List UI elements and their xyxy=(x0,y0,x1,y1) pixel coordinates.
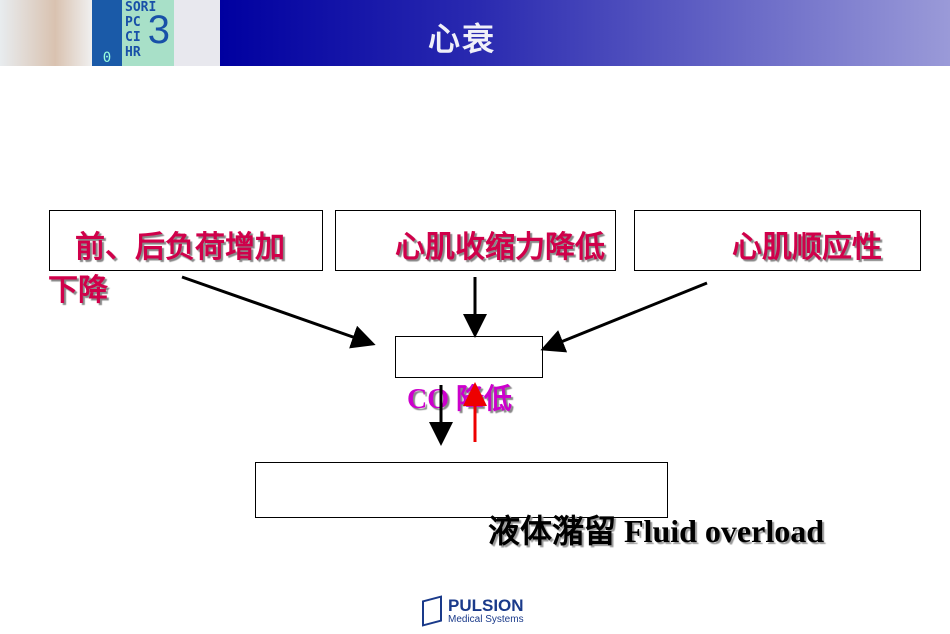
arrow-1 xyxy=(181,275,376,349)
logo-brand: PULSION xyxy=(448,596,524,615)
overload-text: 液体潴留 Fluid overload xyxy=(488,513,825,549)
overload-box xyxy=(255,462,668,518)
logo-mark-icon xyxy=(422,595,442,627)
cause-3-text-wrap: 下降 xyxy=(48,273,108,308)
cause-2-text: 心肌收缩力降低 xyxy=(395,230,605,265)
monitor-label: SORI xyxy=(125,0,157,15)
slide-title: 心衰 xyxy=(428,20,497,58)
monitor-label: HR xyxy=(125,45,141,60)
logo-subtitle: Medical Systems xyxy=(448,614,524,625)
tubing-image xyxy=(174,0,220,66)
monitor-label: PC xyxy=(125,15,141,30)
header-photo: 0 SORI PC CI HR 3 xyxy=(0,0,220,66)
cause-box-3 xyxy=(634,210,921,271)
monitor-zero: 0 xyxy=(92,0,122,66)
monitor-label: CI xyxy=(125,30,141,45)
cause-1-text: 前、后负荷增加 xyxy=(75,230,285,265)
cause-3-text: 心肌顺应性 xyxy=(732,230,882,265)
co-text: CO 降低 xyxy=(407,384,513,415)
monitor-value: 3 xyxy=(147,8,170,52)
pulsion-logo: PULSION Medical Systems xyxy=(422,595,524,627)
arrow-3 xyxy=(540,281,708,353)
cause-box-1 xyxy=(49,210,323,271)
monitor-panel: SORI PC CI HR 3 xyxy=(122,0,174,66)
doctor-image xyxy=(0,0,92,66)
cause-box-2 xyxy=(335,210,616,271)
